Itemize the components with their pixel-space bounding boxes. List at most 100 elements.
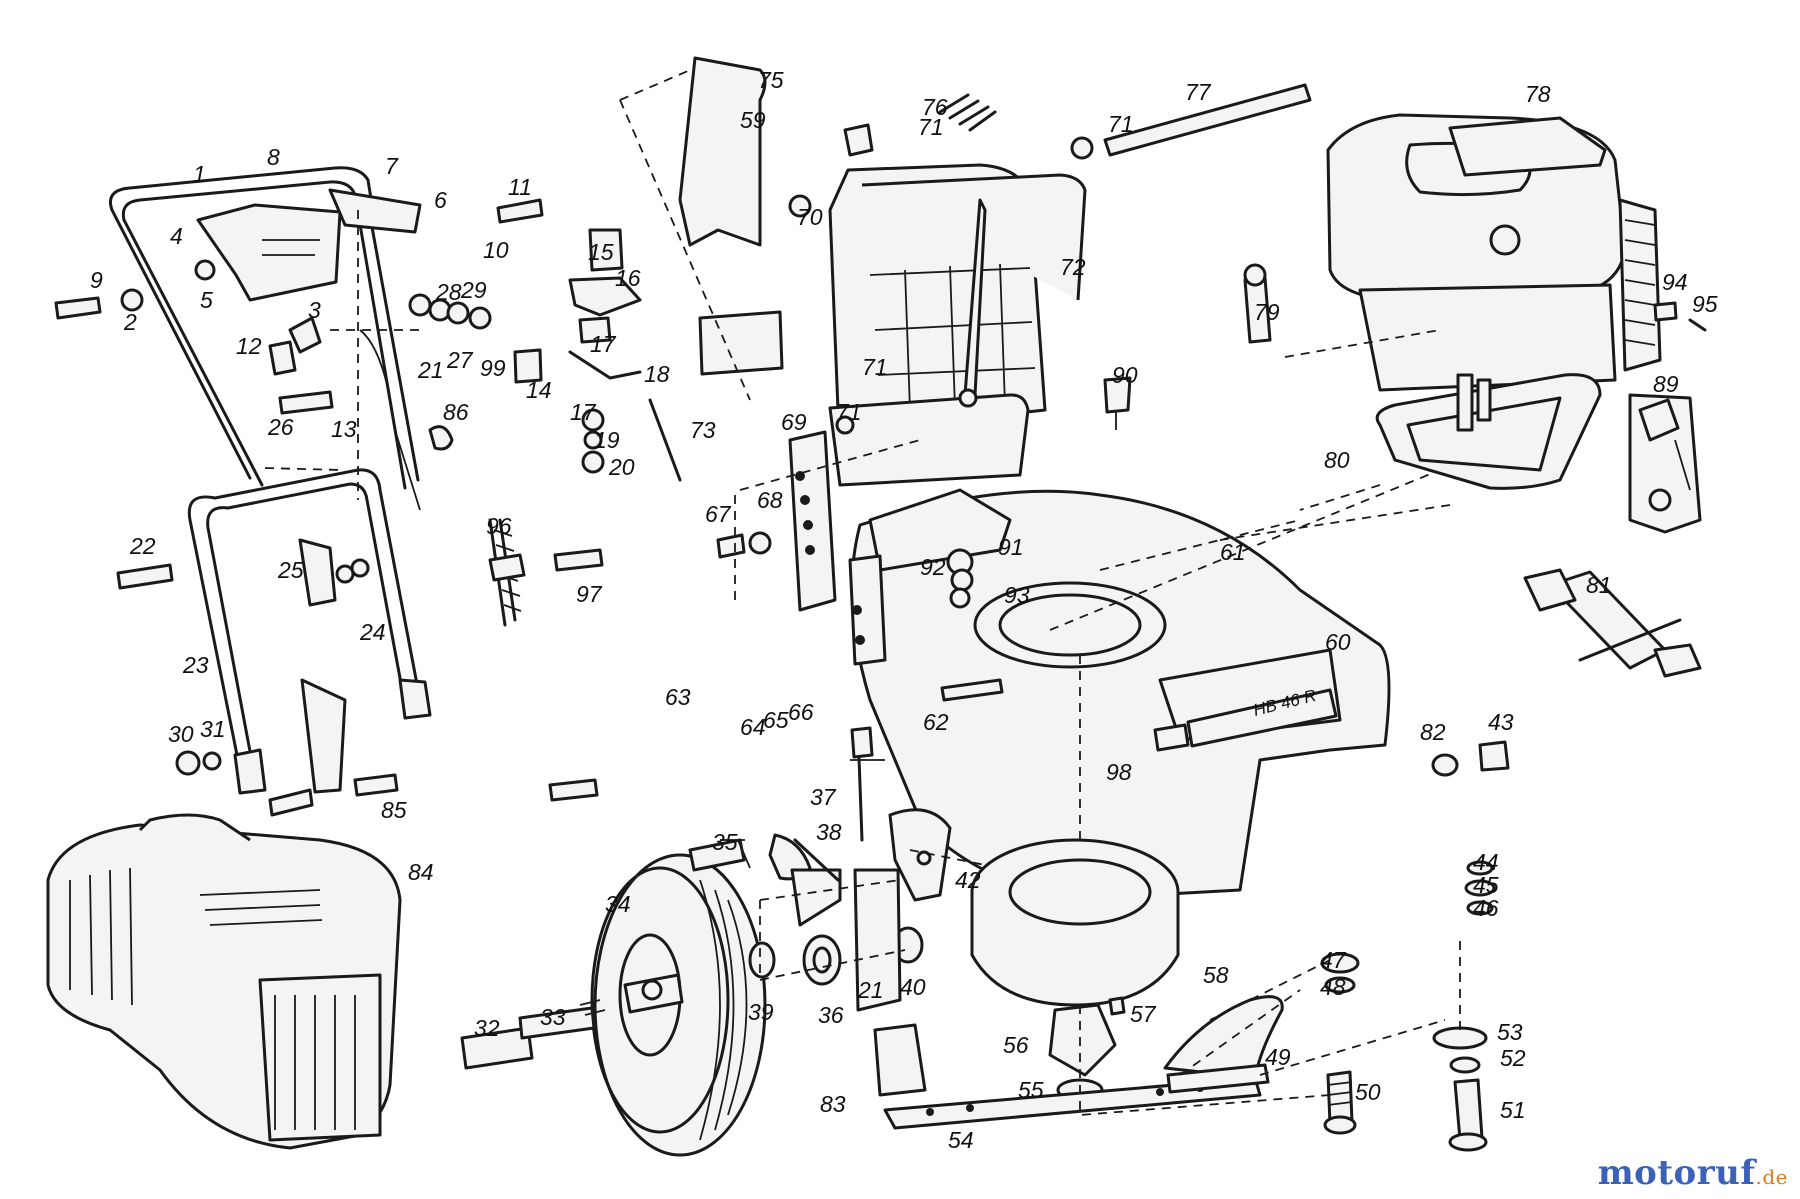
part-number-label: 40: [900, 974, 926, 1000]
part-number-label: 11: [508, 174, 532, 200]
engine: [1219, 113, 1707, 678]
part-number-label: 94: [1662, 269, 1688, 295]
part-number-label: 5: [200, 287, 213, 313]
part-number-label: 1: [193, 161, 206, 187]
part-number-label: 76: [922, 94, 948, 120]
part-number-label: 71: [836, 399, 862, 425]
part-number-label: 17: [570, 399, 597, 425]
part-number-label: 70: [797, 204, 823, 230]
part-number-label: 78: [1525, 81, 1551, 107]
part-number-label: 61: [1220, 539, 1246, 565]
part-number-label: 68: [757, 487, 783, 513]
part-number-label: 10: [483, 237, 509, 263]
part-number-label: 69: [781, 409, 807, 435]
part-number-label: 31: [200, 716, 226, 742]
part-number-label: 56: [1003, 1032, 1029, 1058]
part-number-label: 58: [1203, 962, 1229, 988]
part-number-label: 50: [1355, 1079, 1381, 1105]
part-number-label: 38: [816, 819, 842, 845]
part-number-label: 53: [1497, 1019, 1523, 1045]
part-number-label: 57: [1130, 1001, 1157, 1027]
part-number-label: 14: [526, 377, 552, 403]
part-number-label: 52: [1500, 1045, 1526, 1071]
part-number-label: 64: [740, 714, 766, 740]
blade-assembly: [883, 740, 1510, 1152]
part-number-label: 7: [385, 153, 399, 179]
part-number-label: 51: [1500, 1097, 1526, 1123]
part-number-label: 90: [1112, 362, 1138, 388]
part-number-label: 73: [690, 417, 716, 443]
part-number-label: 48: [1320, 974, 1346, 1000]
part-number-label: 9: [90, 267, 103, 293]
part-number-label: 65: [763, 707, 789, 733]
part-number-label: 99: [480, 355, 506, 381]
handle-assembly: [54, 166, 682, 817]
part-number-label: 75: [758, 67, 784, 93]
part-number-label: 2: [123, 309, 137, 335]
part-number-label: 93: [1004, 582, 1030, 608]
part-number-label: 85: [381, 797, 407, 823]
part-number-label: 66: [788, 699, 814, 725]
part-number-label: 44: [1473, 849, 1499, 875]
wheel-assembly: [460, 726, 1011, 1157]
part-number-label: 43: [1488, 709, 1514, 735]
part-number-label: 82: [1420, 719, 1446, 745]
part-number-label: 21: [857, 977, 884, 1003]
part-number-label: 25: [277, 557, 304, 583]
part-number-label: 19: [594, 427, 620, 453]
part-number-label: 49: [1265, 1044, 1291, 1070]
part-number-label: 89: [1653, 371, 1679, 397]
part-number-label: 23: [182, 652, 209, 678]
part-number-label: 24: [359, 619, 386, 645]
part-number-label: 20: [608, 454, 635, 480]
part-number-label: 28: [435, 279, 462, 305]
part-number-label: 83: [820, 1091, 846, 1117]
brand-suffix: .de: [1755, 1165, 1788, 1189]
part-number-label: 30: [168, 721, 194, 747]
part-number-label: 26: [267, 414, 294, 440]
part-number-label: 62: [923, 709, 949, 735]
part-number-label: 60: [1325, 629, 1351, 655]
part-number-label: 33: [540, 1004, 566, 1030]
grass-catcher-bag: [46, 813, 402, 1150]
part-number-label: 3: [308, 297, 321, 323]
part-number-label: 98: [1106, 759, 1132, 785]
part-number-label: 47: [1320, 947, 1347, 973]
part-number-label: 55: [1018, 1077, 1044, 1103]
part-number-label: 12: [236, 333, 262, 359]
rear-flap-assembly: [619, 56, 1312, 612]
part-number-label: 77: [1185, 79, 1212, 105]
part-number-label: 96: [486, 513, 512, 539]
part-number-label: 18: [644, 361, 670, 387]
part-number-label: 36: [818, 1002, 844, 1028]
part-number-label: 6: [434, 187, 447, 213]
part-number-label: 45: [1473, 872, 1499, 898]
part-number-label: 32: [474, 1015, 500, 1041]
part-number-label: 42: [955, 867, 981, 893]
part-number-label: 67: [705, 501, 732, 527]
part-number-label: 17: [590, 331, 617, 357]
part-number-label: 54: [948, 1127, 974, 1153]
part-number-label: 15: [588, 239, 614, 265]
part-number-label: 27: [446, 347, 474, 373]
part-number-label: 71: [918, 114, 944, 140]
brand-watermark: motoruf.de: [1598, 1153, 1788, 1193]
part-number-label: 21: [417, 357, 444, 383]
part-number-label: 59: [740, 107, 766, 133]
part-number-label: 16: [615, 265, 641, 291]
part-number-label: 91: [998, 534, 1024, 560]
part-number-label: 92: [920, 554, 946, 580]
part-number-label: 35: [712, 829, 738, 855]
part-number-label: 22: [129, 533, 156, 559]
part-number-label: 63: [665, 684, 691, 710]
part-number-label: 4: [170, 223, 183, 249]
part-number-label: 80: [1324, 447, 1350, 473]
part-number-label: 13: [331, 416, 357, 442]
part-number-label: 29: [460, 277, 487, 303]
part-number-label: 86: [443, 399, 469, 425]
part-number-label: 81: [1586, 572, 1612, 598]
part-number-label: 79: [1254, 299, 1280, 325]
part-number-label: 39: [748, 999, 774, 1025]
